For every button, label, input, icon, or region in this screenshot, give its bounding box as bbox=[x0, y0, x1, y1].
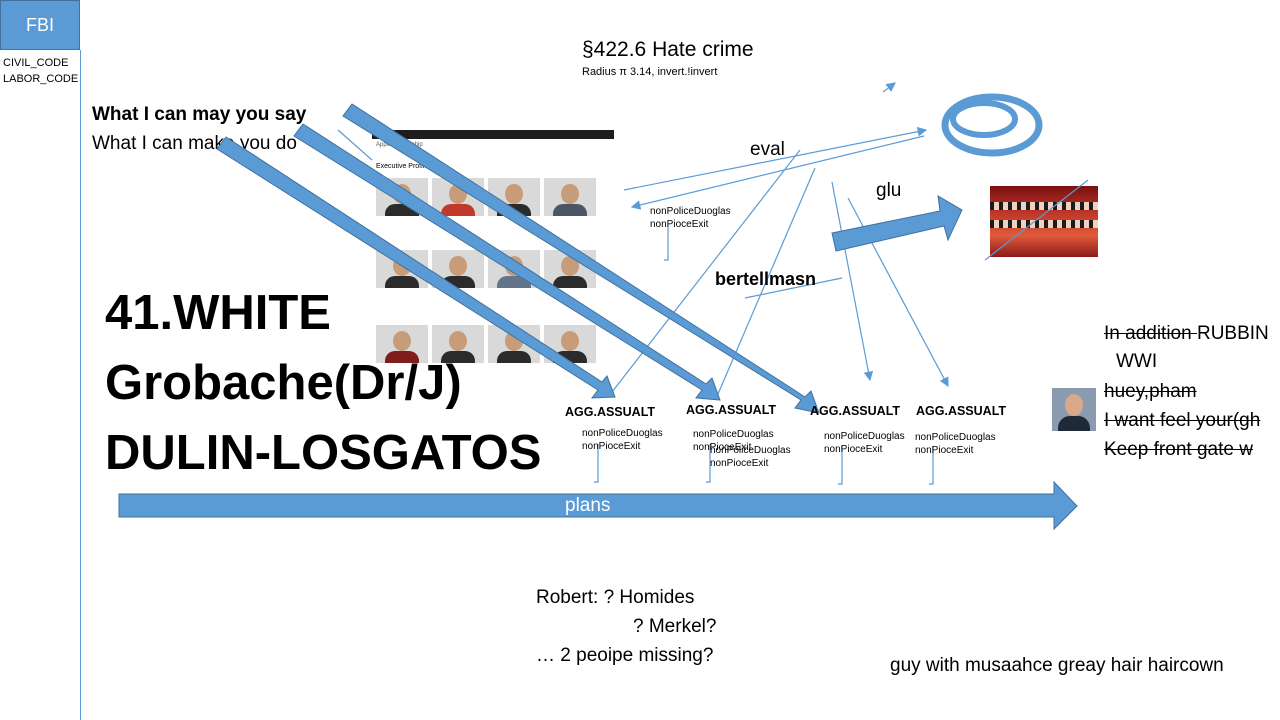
photo-row bbox=[990, 220, 1098, 228]
robert-line-1: Robert: ? Homides bbox=[536, 587, 695, 608]
agg-node-1-label: AGG.ASSUALT bbox=[565, 405, 656, 419]
bottom-caption: guy with musaahce greay hair haircown bbox=[890, 655, 1224, 676]
label-glu: glu bbox=[876, 180, 902, 201]
bracket bbox=[706, 444, 711, 483]
agg-node-2-note: nonPioceExit bbox=[693, 442, 752, 453]
sidebar-divider bbox=[80, 50, 81, 720]
page-title: §422.6 Hate crime bbox=[582, 38, 754, 61]
agg-node-2-note: nonPoliceDuoglas bbox=[710, 445, 791, 456]
congress-photo bbox=[990, 186, 1098, 257]
connector-line bbox=[337, 129, 373, 161]
connector-line bbox=[623, 126, 928, 191]
big-text-line-2: Grobache(Dr/J) bbox=[105, 356, 462, 410]
portrait bbox=[432, 325, 484, 363]
agg-node-1-note: nonPioceExit bbox=[582, 441, 641, 452]
agg-node-4-note: nonPoliceDuoglas bbox=[915, 432, 996, 443]
right-list-line-1-struck: In addition bbox=[1104, 323, 1197, 344]
screenshot-section: Executive Profiles bbox=[376, 163, 432, 170]
agg-node-2-note: nonPioceExit bbox=[710, 458, 769, 469]
connector-line bbox=[744, 277, 843, 299]
robert-line-2: ? Merkel? bbox=[633, 616, 717, 637]
plans-arrow bbox=[118, 480, 1078, 531]
right-list-line-4: I want feel your(gh bbox=[1104, 410, 1261, 431]
right-list-line-5: Keep front gate w bbox=[1104, 439, 1253, 460]
right-list-line-3: huey,pham bbox=[1104, 381, 1197, 402]
ring-outer bbox=[941, 93, 1043, 157]
portrait bbox=[376, 325, 428, 363]
quote-line-1: What I can may you say bbox=[92, 104, 307, 125]
right-list-line-1: In addition RUBBIN bbox=[1104, 323, 1280, 345]
connector-line bbox=[984, 179, 1089, 261]
robert-line-3: … 2 peoipe missing? bbox=[536, 645, 714, 666]
right-list-line-2: WWI bbox=[1116, 351, 1158, 372]
diagonal-arrow-3 bbox=[342, 103, 820, 414]
agg-node-3-note: nonPioceExit bbox=[824, 444, 883, 455]
agg-node-3-label: AGG.ASSUALT bbox=[810, 404, 901, 418]
quote-line-2: What I can make you do bbox=[92, 133, 297, 154]
glu-arrow bbox=[831, 195, 963, 252]
bracket bbox=[838, 446, 843, 485]
agg-node-2-label: AGG.ASSUALT bbox=[686, 403, 777, 417]
agg-node-3-note: nonPoliceDuoglas bbox=[824, 431, 905, 442]
portrait bbox=[432, 250, 484, 288]
diagonal-arrow-2 bbox=[293, 123, 721, 401]
bracket bbox=[929, 446, 934, 485]
portrait bbox=[544, 178, 596, 216]
block-arrows bbox=[118, 103, 1078, 531]
page-subtitle: Radius π 3.14, invert.!invert bbox=[582, 66, 718, 78]
bracket bbox=[594, 444, 599, 483]
center-note-1: nonPoliceDuoglas bbox=[650, 206, 731, 217]
agg-node-1-note: nonPoliceDuoglas bbox=[582, 428, 663, 439]
connector-line bbox=[630, 135, 925, 210]
connector-line bbox=[882, 82, 896, 93]
ring-inner bbox=[950, 100, 1018, 138]
agg-node-2-note: nonPoliceDuoglas bbox=[693, 429, 774, 440]
label-bertellmasn: bertellmasn bbox=[715, 269, 817, 289]
code-labor: LABOR_CODE bbox=[3, 73, 79, 85]
fbi-label: FBI bbox=[25, 14, 54, 35]
agg-node-4-note: nonPioceExit bbox=[915, 445, 974, 456]
label-plans: plans bbox=[565, 495, 611, 516]
diagonal-arrow-1 bbox=[216, 136, 616, 399]
right-list-line-1-rest: RUBBIN bbox=[1196, 323, 1269, 344]
photo-row bbox=[990, 202, 1098, 210]
big-text-line-3: DULIN-LOSGATOS bbox=[105, 426, 542, 480]
portrait-photo bbox=[1052, 388, 1096, 431]
label-eval: eval bbox=[750, 139, 785, 160]
bracket bbox=[664, 226, 669, 261]
fbi-box: FBI bbox=[0, 0, 80, 50]
big-text-line-1: 41.WHITE bbox=[105, 286, 331, 340]
code-civil: CIVIL_CODE bbox=[3, 57, 69, 69]
connector-line bbox=[831, 181, 874, 382]
agg-node-4-label: AGG.ASSUALT bbox=[916, 404, 1007, 418]
center-note-2: nonPioceExit bbox=[650, 219, 709, 230]
screenshot-nav-bar bbox=[372, 130, 614, 139]
